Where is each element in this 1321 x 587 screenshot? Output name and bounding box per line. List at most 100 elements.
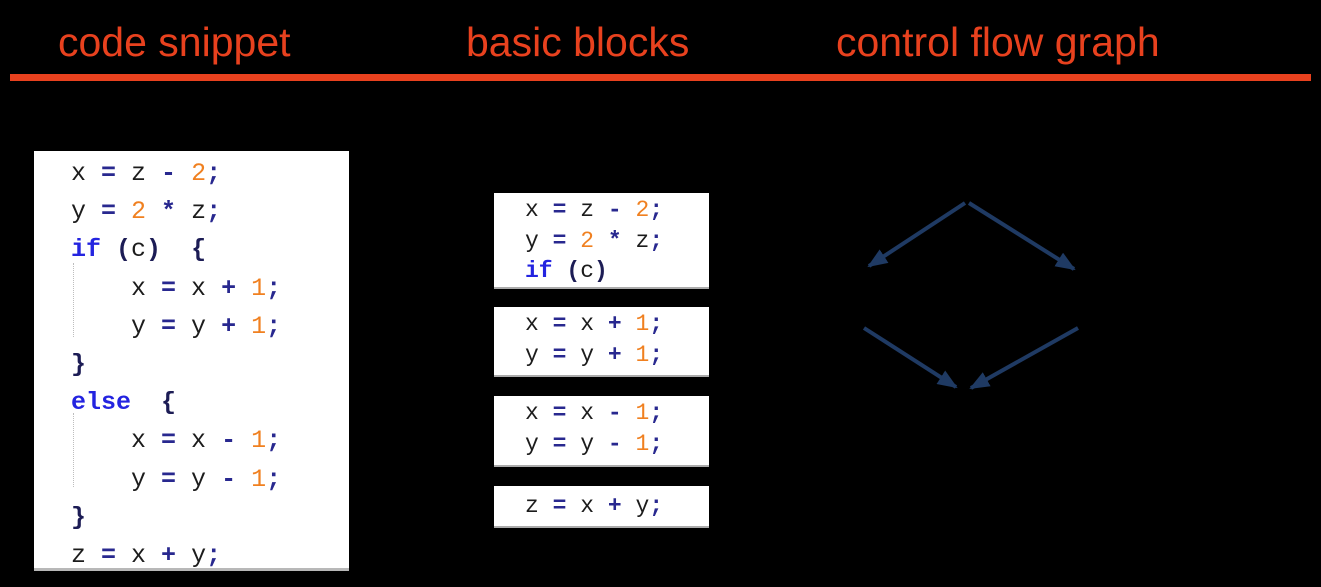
code-token: y bbox=[525, 227, 553, 254]
code-token: if bbox=[525, 258, 567, 284]
code-token: = bbox=[161, 464, 192, 494]
code-token: x bbox=[580, 311, 608, 337]
code-token: = bbox=[161, 426, 192, 456]
code-token: 2 bbox=[131, 197, 162, 227]
code-token: ; bbox=[266, 311, 282, 341]
code-token: ; bbox=[266, 273, 282, 303]
code-token: z bbox=[191, 197, 207, 227]
code-token: y bbox=[71, 197, 102, 227]
code-token: 2 bbox=[191, 159, 207, 188]
basic-block-else-text: x = x - 1;y = y - 1; bbox=[494, 396, 709, 459]
code-token: x bbox=[525, 311, 553, 337]
indent-guide bbox=[73, 263, 74, 337]
code-token: = bbox=[101, 541, 132, 571]
code-line: y = 2 * z; bbox=[71, 193, 349, 231]
code-token: y bbox=[191, 311, 222, 341]
code-token: y bbox=[131, 464, 162, 494]
code-token: c bbox=[580, 258, 595, 284]
column-title-code-snippet: code snippet bbox=[58, 19, 291, 65]
code-token: 1 bbox=[251, 426, 267, 456]
code-line: x = x - 1; bbox=[71, 422, 349, 460]
code-token: ; bbox=[266, 426, 282, 456]
code-snippet-text: x = z - 2;y = 2 * z;if (c) { x = x + 1; … bbox=[34, 151, 349, 571]
code-token: + bbox=[607, 341, 636, 368]
code-token: = bbox=[552, 341, 581, 368]
code-line: y = y + 1; bbox=[71, 308, 349, 346]
code-token: + bbox=[221, 273, 252, 303]
code-line: x = z - 2; bbox=[71, 155, 349, 193]
code-token: x bbox=[525, 400, 553, 426]
code-token: { bbox=[161, 388, 177, 418]
code-line: x = x + 1; bbox=[525, 309, 709, 340]
code-token: { bbox=[191, 235, 207, 265]
code-token: x bbox=[131, 273, 162, 303]
code-token: - bbox=[607, 430, 636, 457]
code-token: - bbox=[607, 400, 636, 426]
code-token: 1 bbox=[635, 400, 650, 426]
code-line: x = z - 2; bbox=[525, 195, 709, 226]
cfg-edge-entry-to-then bbox=[867, 201, 967, 268]
code-line: if (c) { bbox=[71, 231, 349, 269]
code-token: = bbox=[552, 227, 581, 254]
basic-block-then-text: x = x + 1;y = y + 1; bbox=[494, 307, 709, 370]
code-token: 1 bbox=[635, 341, 650, 368]
code-token: + bbox=[607, 493, 636, 519]
code-token: = bbox=[552, 197, 581, 223]
code-line: } bbox=[71, 346, 349, 384]
code-token: - bbox=[161, 159, 192, 188]
code-line: z = x + y; bbox=[71, 537, 349, 571]
code-token: = bbox=[552, 493, 581, 519]
code-token: = bbox=[552, 311, 581, 337]
code-token: = bbox=[101, 159, 132, 188]
code-token: 1 bbox=[635, 311, 650, 337]
code-token: + bbox=[607, 311, 636, 337]
code-token: 1 bbox=[251, 273, 267, 303]
code-token: ( bbox=[116, 235, 132, 265]
code-token: z bbox=[635, 227, 650, 254]
code-token: 2 bbox=[635, 197, 650, 223]
code-token: ; bbox=[206, 197, 222, 227]
code-token: ; bbox=[649, 341, 664, 368]
code-line: x = x + 1; bbox=[71, 270, 349, 308]
column-title-basic-blocks: basic blocks bbox=[466, 19, 690, 65]
code-token: * bbox=[607, 227, 636, 254]
code-line: y = y - 1; bbox=[525, 429, 709, 460]
code-line: y = y + 1; bbox=[525, 340, 709, 371]
code-token: z bbox=[580, 197, 608, 223]
code-token: 1 bbox=[251, 311, 267, 341]
code-token: = bbox=[552, 430, 581, 457]
code-line: y = y - 1; bbox=[71, 461, 349, 499]
code-token: y bbox=[635, 493, 650, 519]
code-token: y bbox=[580, 341, 608, 368]
code-token: } bbox=[71, 350, 87, 380]
code-token: ) bbox=[594, 258, 608, 284]
code-token: * bbox=[161, 197, 192, 227]
code-token: ; bbox=[649, 493, 664, 519]
code-token: ; bbox=[206, 541, 222, 571]
code-token: y bbox=[191, 464, 222, 494]
code-token: x bbox=[191, 273, 222, 303]
code-line: } bbox=[71, 499, 349, 537]
code-token: 1 bbox=[251, 464, 267, 494]
code-token: y bbox=[525, 341, 553, 368]
code-token: x bbox=[191, 426, 222, 456]
code-token: = bbox=[161, 311, 192, 341]
code-token: x bbox=[131, 426, 162, 456]
code-token: ; bbox=[206, 159, 222, 188]
code-token: 1 bbox=[635, 430, 650, 457]
code-token: x bbox=[580, 400, 608, 426]
column-title-control-flow-graph: control flow graph bbox=[836, 19, 1160, 65]
cfg-edge-else-to-exit bbox=[969, 326, 1079, 390]
basic-block-else: x = x - 1;y = y - 1; bbox=[494, 396, 709, 467]
code-token: ; bbox=[649, 311, 664, 337]
basic-block-exit: z = x + y; bbox=[494, 486, 709, 528]
header-divider-rule bbox=[10, 74, 1311, 81]
code-token: ( bbox=[566, 258, 581, 284]
code-token: + bbox=[221, 311, 252, 341]
basic-block-then: x = x + 1;y = y + 1; bbox=[494, 307, 709, 377]
code-token: else bbox=[71, 388, 132, 418]
code-token: z bbox=[71, 541, 102, 571]
code-token: = bbox=[101, 197, 132, 227]
code-token: 2 bbox=[580, 227, 608, 254]
